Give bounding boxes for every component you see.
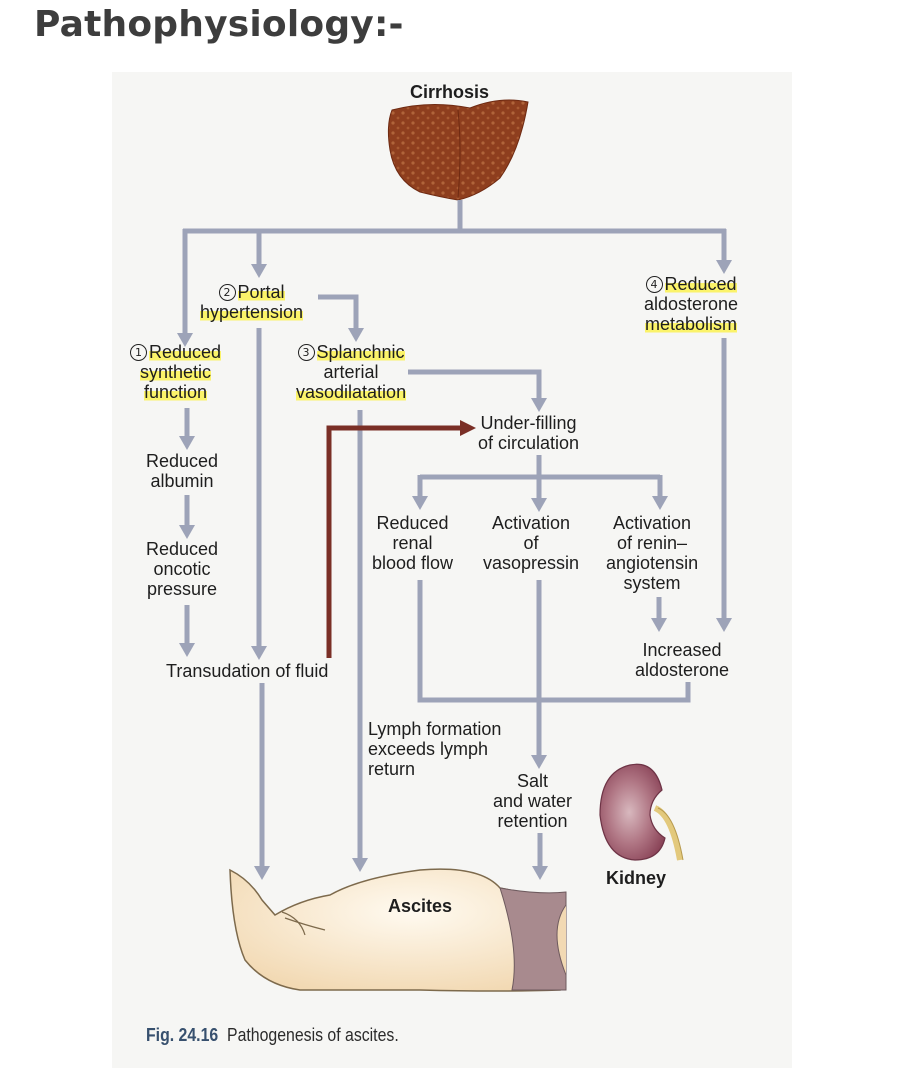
caption-text: Pathogenesis of ascites. (227, 1025, 399, 1045)
label-kidney: Kidney (606, 868, 667, 888)
node-reduced-albumin: Reduced albumin (146, 451, 219, 491)
step-number-3: 3 (297, 344, 315, 361)
node-activation-vasopressin: Activation of vasopressin (483, 513, 580, 573)
kidney-illustration (599, 763, 684, 861)
arrowheads (177, 260, 732, 880)
caption-label: Fig. 24.16 (146, 1025, 219, 1045)
node-activation-renin-angiotensin: Activation of renin– angiotensin system (606, 513, 699, 593)
liver-illustration (387, 99, 529, 201)
arrow-lines (182, 200, 727, 868)
step-number-4: 4 (645, 276, 663, 293)
abdomen-illustration (229, 868, 567, 992)
causal-arrow (326, 420, 476, 658)
node-underfilling-circulation: Under-filling of circulation (478, 413, 580, 453)
node-reduced-renal-blood-flow: Reduced renal blood flow (372, 513, 454, 573)
label-ascites: Ascites (388, 896, 453, 916)
step-number-2: 2 (218, 284, 236, 301)
node-salt-water-retention: Salt and water retention (493, 771, 573, 831)
figure-caption: Fig. 24.16 Pathogenesis of ascites. (146, 1025, 399, 1046)
node-reduced-oncotic-pressure: Reduced oncotic pressure (146, 539, 219, 599)
node-increased-aldosterone: Increased aldosterone (635, 640, 730, 680)
page-title: Pathophysiology:- (34, 4, 404, 45)
node-lymph-formation: Lymph formation exceeds lymph return (368, 719, 502, 779)
node-transudation-of-fluid: Transudation of fluid (166, 661, 329, 681)
node-cirrhosis: Cirrhosis (410, 82, 490, 102)
step-number-1: 1 (130, 344, 147, 361)
